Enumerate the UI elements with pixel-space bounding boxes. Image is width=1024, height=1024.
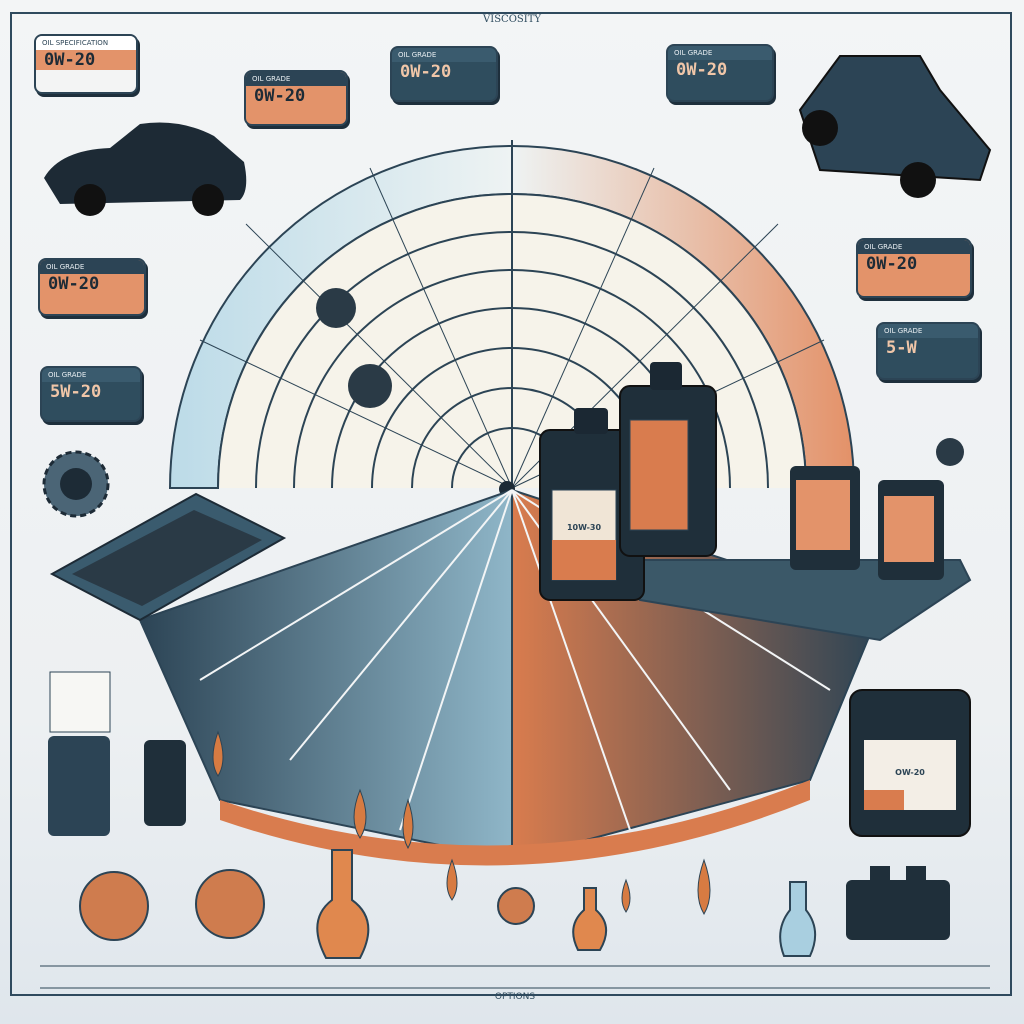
card-mid-left-2: OIL GRADE 5W-20 xyxy=(40,366,142,422)
battery-icon xyxy=(846,866,950,940)
oil-can-left xyxy=(48,736,110,836)
card-top-right-header: OIL GRADE xyxy=(668,46,772,60)
oil-tub-right: OW-20 xyxy=(849,689,971,837)
doc-sheet xyxy=(49,671,111,733)
ball-3 xyxy=(936,438,964,466)
fan-base xyxy=(220,780,810,866)
tub-label: OW-20 xyxy=(895,768,925,777)
gear-icon xyxy=(42,450,110,518)
page-footer: OPTIONS xyxy=(494,992,536,1002)
card-top-left-2-value: 0W-20 xyxy=(254,86,306,106)
card-mid-right-2-header: OIL GRADE xyxy=(878,324,978,338)
card-top-right: OIL GRADE 0W-20 xyxy=(666,44,774,102)
oil-bottle-left-small xyxy=(144,740,186,826)
card-top-right-value: 0W-20 xyxy=(676,60,728,80)
oil-bottle-large: 10W-30 xyxy=(539,408,645,601)
ball-1 xyxy=(316,288,356,328)
oil-bottle-small-1 xyxy=(790,466,860,570)
oil-bottle-small-2 xyxy=(878,480,944,580)
card-top-center: OIL GRADE 0W-20 xyxy=(390,46,498,102)
card-mid-right-2: OIL GRADE 5-W xyxy=(876,322,980,380)
card-top-left: OIL SPECIFICATION 0W-20 xyxy=(34,34,138,94)
bottle-large-label: 10W-30 xyxy=(567,523,601,532)
engine-block xyxy=(72,510,262,606)
oil-drops xyxy=(212,730,711,915)
card-mid-left: OIL GRADE 0W-20 xyxy=(38,258,146,316)
card-top-left-2: OIL GRADE 0W-20 xyxy=(244,70,348,126)
card-top-center-header: OIL GRADE xyxy=(392,48,496,62)
bottom-grid xyxy=(40,965,990,989)
page-title: VISCOSITY xyxy=(483,14,541,25)
sedan-car-icon xyxy=(44,122,247,216)
card-top-center-value: 0W-20 xyxy=(400,62,452,82)
card-mid-left-2-header: OIL GRADE xyxy=(42,368,140,382)
outer-frame xyxy=(10,12,1012,996)
card-top-left-header: OIL SPECIFICATION xyxy=(36,36,136,50)
card-mid-right-value: 0W-20 xyxy=(866,254,918,274)
card-top-left-2-header: OIL GRADE xyxy=(246,72,346,86)
card-mid-right-2-value: 5-W xyxy=(886,338,917,358)
ball-2 xyxy=(348,364,392,408)
card-top-left-value: 0W-20 xyxy=(36,50,136,70)
oil-bottle-medium xyxy=(619,362,717,557)
card-mid-left-header: OIL GRADE xyxy=(40,260,144,274)
card-mid-left-2-value: 5W-20 xyxy=(50,382,102,402)
bottom-flasks xyxy=(79,849,817,959)
card-mid-right: OIL GRADE 0W-20 xyxy=(856,238,972,298)
pickup-truck-icon xyxy=(798,55,992,198)
dial-rings xyxy=(217,140,807,489)
card-mid-right-header: OIL GRADE xyxy=(858,240,970,254)
card-mid-left-value: 0W-20 xyxy=(48,274,100,294)
